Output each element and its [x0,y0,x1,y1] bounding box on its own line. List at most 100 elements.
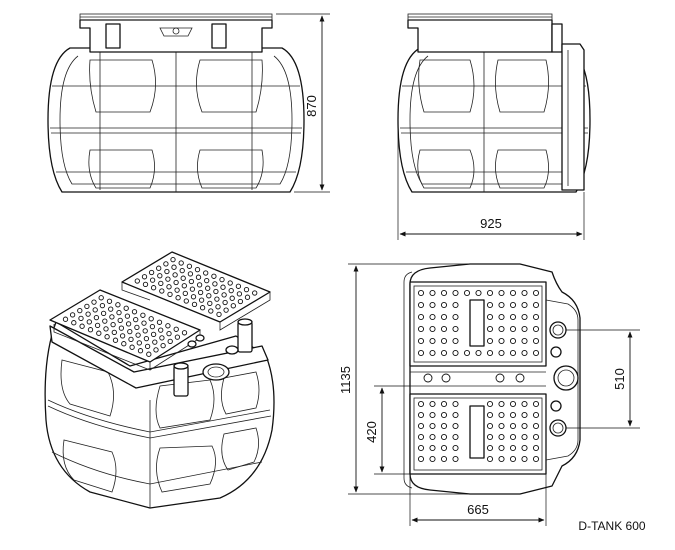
dim-label-665: 665 [467,502,489,517]
vent-hole [182,290,188,297]
vent-hole [140,312,146,318]
vent-hole [532,349,540,357]
vent-hole [521,433,528,441]
vent-hole [429,411,436,419]
vent-hole [188,278,195,285]
vent-hole [521,337,528,345]
vent-hole [119,333,126,339]
vent-hole [521,411,528,419]
vent-hole [498,422,505,430]
vent-hole [127,328,133,335]
vent-hole [235,283,242,289]
vent-hole [214,296,220,302]
vent-hole [229,295,235,301]
vent-hole [106,298,113,304]
vent-hole [172,272,178,278]
vent-hole [429,289,436,297]
vent-hole [142,328,148,334]
vent-hole [532,289,540,297]
vent-hole [149,277,156,283]
vent-hole [216,311,222,318]
vent-hole [186,263,193,269]
vent-hole [109,314,115,320]
vent-hole [181,330,188,336]
vent-hole [228,287,234,294]
vent-hole [440,400,448,408]
vent-hole [429,422,436,430]
top-plate-holes-b [417,400,540,463]
vent-hole [191,301,198,308]
vent-hole [181,283,187,289]
vent-hole [475,349,482,357]
vent-hole [131,309,138,315]
vent-hole [165,323,171,329]
front-view [47,13,305,193]
vent-hole [129,344,135,350]
vent-hole [532,444,540,452]
vent-hole [110,321,116,328]
vent-hole [521,400,528,408]
vent-hole [204,277,210,284]
vent-hole [166,330,172,337]
vent-hole [194,266,201,273]
vent-hole [152,339,158,345]
vent-hole [160,342,166,349]
vent-hole [440,349,448,357]
vent-hole [208,308,214,314]
vent-hole [149,323,156,330]
vent-hole [150,331,157,338]
vent-hole [173,326,179,332]
vent-hole [222,299,228,306]
vent-hole [509,444,517,452]
vent-hole [417,422,425,430]
vent-hole [71,320,77,326]
vent-hole [118,325,125,331]
vent-hole [223,307,229,313]
vent-hole [486,422,494,430]
vent-hole [417,400,425,408]
vent-hole [227,280,233,286]
vent-hole [440,313,448,321]
vent-hole [142,281,149,288]
vent-hole [148,269,155,276]
vent-hole [141,274,148,280]
vent-hole [123,305,129,311]
vent-hole [417,337,425,345]
vent-hole [117,317,123,324]
vent-hole [62,316,69,322]
vent-hole [486,337,494,345]
vent-hole [174,334,181,340]
vent-hole [532,313,540,321]
vent-hole [108,306,114,312]
vent-hole [532,411,540,419]
vent-hole [69,312,76,318]
vent-hole [212,281,218,287]
vent-hole [452,444,459,452]
vent-hole [509,400,517,408]
vent-hole [532,455,540,463]
dim-label-925: 925 [480,216,502,231]
dim-label-510: 510 [612,368,627,390]
vent-hole [158,327,164,333]
vent-hole [452,455,459,463]
vent-hole [94,322,101,329]
vent-hole [521,422,528,430]
vent-hole [521,301,528,309]
vent-hole [219,276,225,283]
vent-hole [136,340,142,346]
vent-hole [93,314,100,321]
vent-hole [174,287,180,293]
vent-hole [199,305,206,311]
vent-hole [125,321,132,327]
vent-hole [156,319,163,325]
vent-hole [486,400,494,408]
vent-hole [429,349,436,357]
vent-hole [103,326,109,332]
vent-hole [498,349,505,357]
vent-hole [452,289,459,297]
vent-hole [440,444,448,452]
vent-hole [167,338,173,345]
vent-hole [215,304,221,310]
vent-hole [77,307,83,314]
vent-hole [150,285,157,291]
